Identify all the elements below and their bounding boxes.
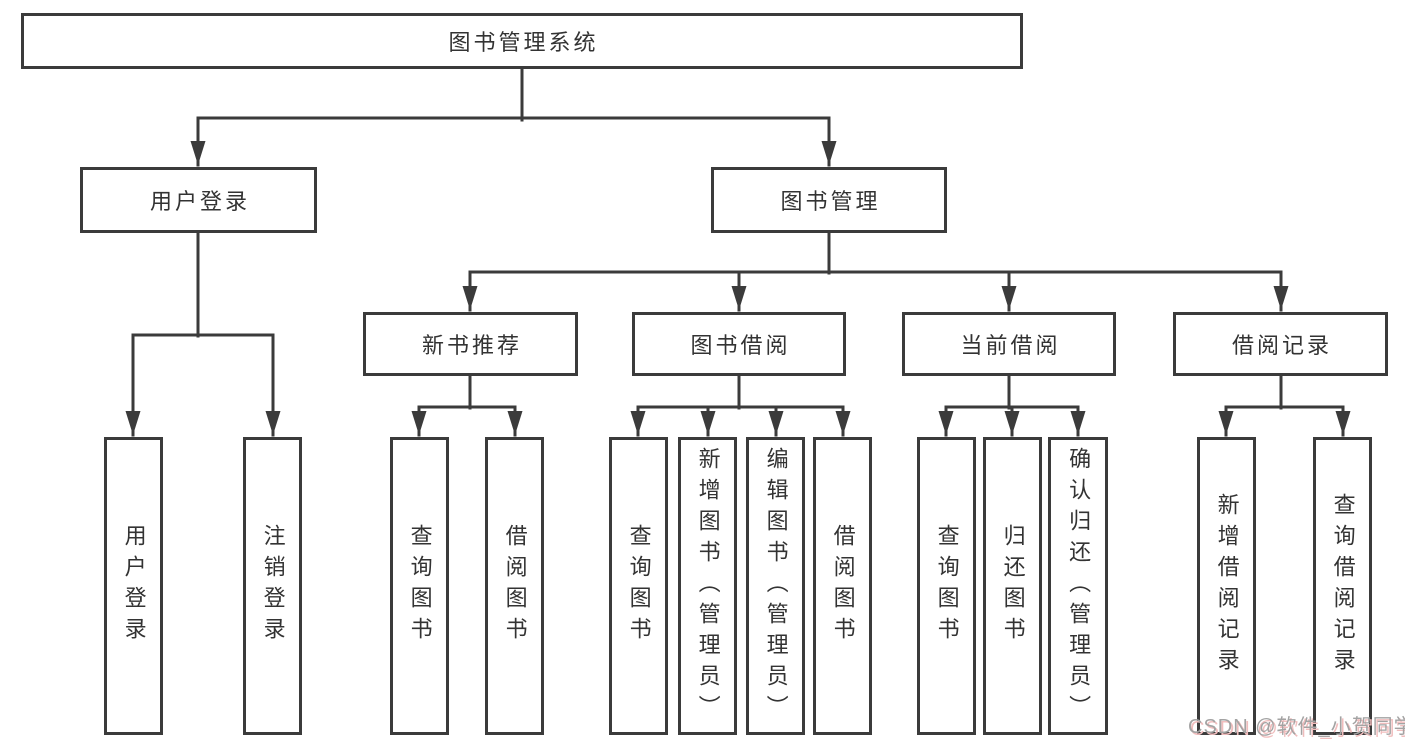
- node-label: 编辑图书（管理员）: [763, 446, 789, 726]
- node-label: 图书借阅: [690, 333, 791, 358]
- node-confirm-return-admin: 确认归还（管理员）: [1048, 437, 1108, 735]
- node-user-login: 用户登录: [80, 167, 317, 233]
- node-borrow-books-recommend: 借阅图书: [485, 437, 544, 735]
- node-new-book-recommend: 新书推荐: [363, 312, 578, 376]
- node-query-books-borrow: 查询图书: [609, 437, 668, 735]
- node-label: 查询图书: [626, 524, 652, 648]
- node-query-books-recommend: 查询图书: [390, 437, 449, 735]
- node-label: 当前借阅: [960, 333, 1061, 358]
- node-label: 借阅记录: [1231, 333, 1332, 358]
- csdn-watermark: CSDN @软件_小贺同学: [1188, 710, 1405, 739]
- node-label: 查询图书: [407, 524, 433, 648]
- node-label: 新增图书（管理员）: [695, 446, 721, 726]
- node-label: 借阅图书: [830, 524, 856, 648]
- node-label: 图书管理系统: [448, 30, 599, 55]
- node-edit-books-admin: 编辑图书（管理员）: [746, 437, 805, 735]
- node-add-books-admin: 新增图书（管理员）: [678, 437, 737, 735]
- node-borrow-records: 借阅记录: [1173, 312, 1388, 376]
- node-label: 注销登录: [260, 524, 286, 648]
- watermark-text: CSDN @软件_小贺同学: [1188, 716, 1405, 738]
- node-book-management: 图书管理: [711, 167, 947, 233]
- node-label: 查询图书: [934, 524, 960, 648]
- node-label: 用户登录: [121, 524, 147, 648]
- node-borrow-books-leaf: 借阅图书: [813, 437, 872, 735]
- node-book-borrow: 图书借阅: [632, 312, 846, 376]
- node-label: 图书管理: [780, 189, 881, 214]
- node-user-login-leaf: 用户登录: [104, 437, 163, 735]
- node-label: 确认归还（管理员）: [1066, 446, 1092, 726]
- node-query-books-current: 查询图书: [917, 437, 976, 735]
- node-label: 归还图书: [1000, 524, 1026, 648]
- node-label: 用户登录: [149, 189, 250, 214]
- node-current-borrow: 当前借阅: [902, 312, 1116, 376]
- node-query-borrow-record: 查询借阅记录: [1313, 437, 1372, 735]
- node-add-borrow-record: 新增借阅记录: [1197, 437, 1256, 735]
- node-return-books: 归还图书: [983, 437, 1042, 735]
- node-label: 新增借阅记录: [1214, 493, 1240, 679]
- node-label: 借阅图书: [502, 524, 528, 648]
- node-logout-login-leaf: 注销登录: [243, 437, 302, 735]
- node-label: 新书推荐: [421, 333, 522, 358]
- node-library-system: 图书管理系统: [21, 13, 1023, 69]
- node-label: 查询借阅记录: [1330, 493, 1356, 679]
